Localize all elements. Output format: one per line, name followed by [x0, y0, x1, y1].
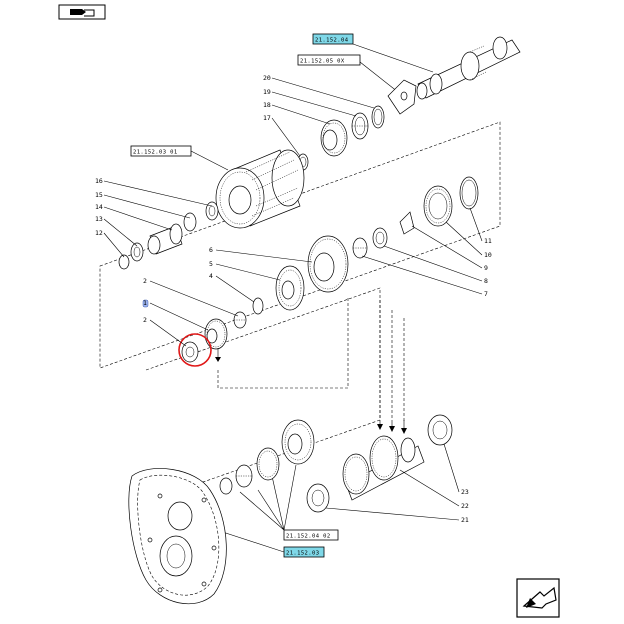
arrow-bottom-left-icon[interactable] [516, 578, 560, 618]
ref-lower[interactable]: 21.152.04 02 [283, 529, 339, 541]
callouts-mid-left: 6 5 4 [209, 246, 313, 303]
snap-ring-20[interactable] [371, 105, 385, 129]
ref-drum[interactable]: 21.152.03 01 [130, 145, 192, 157]
shaft-bracket[interactable] [387, 79, 417, 115]
ref-top-highlight[interactable]: 21.152.04 [312, 33, 354, 45]
ref-shaft-label: 21.152.05 0X [300, 59, 345, 65]
callout-11: 11 [484, 237, 492, 245]
ring-lower[interactable] [219, 477, 233, 495]
plate-9[interactable] [399, 211, 415, 235]
marker-square [142, 299, 149, 308]
callouts-lower-right: 23 22 21 [325, 443, 469, 524]
bearing-23[interactable] [427, 414, 453, 446]
leader-top-highlight [352, 43, 434, 73]
gear-6[interactable] [307, 235, 349, 293]
ref-shaft[interactable]: 21.152.05 0X [297, 54, 361, 66]
bearing-21[interactable] [306, 483, 330, 513]
gear-5[interactable] [275, 265, 305, 311]
callout-9: 9 [484, 264, 488, 272]
book-arrow-icon[interactable] [58, 4, 106, 20]
callout-1: 1 [143, 299, 147, 307]
selection-circle [178, 333, 212, 367]
circlip-11[interactable] [459, 176, 479, 210]
bearing-3[interactable] [233, 311, 247, 329]
gear-2[interactable] [204, 318, 228, 362]
gear-18[interactable] [320, 119, 348, 157]
callout-4: 4 [209, 272, 213, 280]
callout-6: 6 [209, 246, 213, 254]
callout-19: 19 [263, 88, 271, 96]
callout-23: 23 [461, 488, 469, 496]
assembly-link [217, 296, 349, 389]
ref-lower-label: 21.152.04 02 [286, 534, 331, 540]
bearing-lower[interactable] [235, 464, 253, 488]
callout-20: 20 [263, 74, 271, 82]
leader-shaft [359, 61, 399, 93]
bearing-15[interactable] [183, 212, 197, 232]
callout-13: 13 [95, 215, 103, 223]
callout-22: 22 [461, 502, 469, 510]
assembly-drop-lines [379, 300, 405, 422]
callouts-left: 16 15 14 13 12 2 1 2 [95, 177, 239, 347]
snap-ring-12[interactable] [118, 254, 130, 270]
callout-15: 15 [95, 191, 103, 199]
callout-2-upper: 2 [143, 277, 147, 285]
bearing-1[interactable] [181, 341, 199, 363]
washer-4[interactable] [252, 297, 264, 315]
callout-5: 5 [209, 260, 213, 268]
countershaft-22[interactable] [342, 435, 425, 501]
ref-bottom-highlight-label: 21.152.03 [286, 551, 319, 557]
callout-2-lower: 2 [143, 316, 147, 324]
callout-14: 14 [95, 203, 103, 211]
callouts-right: 11 10 9 8 7 [361, 207, 492, 298]
bearing-10[interactable] [423, 185, 453, 227]
clutch-drum[interactable] [215, 149, 305, 229]
callout-10: 10 [484, 251, 492, 259]
leader-drum [190, 150, 229, 171]
callout-21: 21 [461, 516, 469, 524]
callout-7: 7 [484, 290, 488, 298]
ring-8[interactable] [372, 227, 388, 249]
washer-13[interactable] [130, 242, 144, 262]
bearing-19[interactable] [351, 112, 369, 140]
hub-14[interactable] [147, 223, 183, 255]
gear-lower-mid[interactable] [256, 447, 280, 481]
callout-12: 12 [95, 229, 103, 237]
leader-lower [239, 464, 297, 531]
output-shaft[interactable] [416, 36, 521, 100]
needle-bearing-7[interactable] [352, 237, 368, 259]
callout-8: 8 [484, 277, 488, 285]
snap-ring-16[interactable] [205, 201, 219, 221]
ref-drum-label: 21.152.03 01 [133, 150, 178, 156]
gear-lower-large[interactable] [281, 419, 315, 465]
ref-bottom-highlight[interactable]: 21.152.03 [283, 546, 325, 558]
assembly-frame-upper [99, 121, 501, 369]
callouts-upper: 20 19 18 17 [263, 74, 375, 157]
drop-arrowheads [377, 424, 407, 434]
callout-18: 18 [263, 101, 271, 109]
callout-16: 16 [95, 177, 103, 185]
callout-17: 17 [263, 114, 271, 122]
housing-cover[interactable] [128, 468, 227, 605]
ref-top-highlight-label: 21.152.04 [315, 38, 349, 44]
